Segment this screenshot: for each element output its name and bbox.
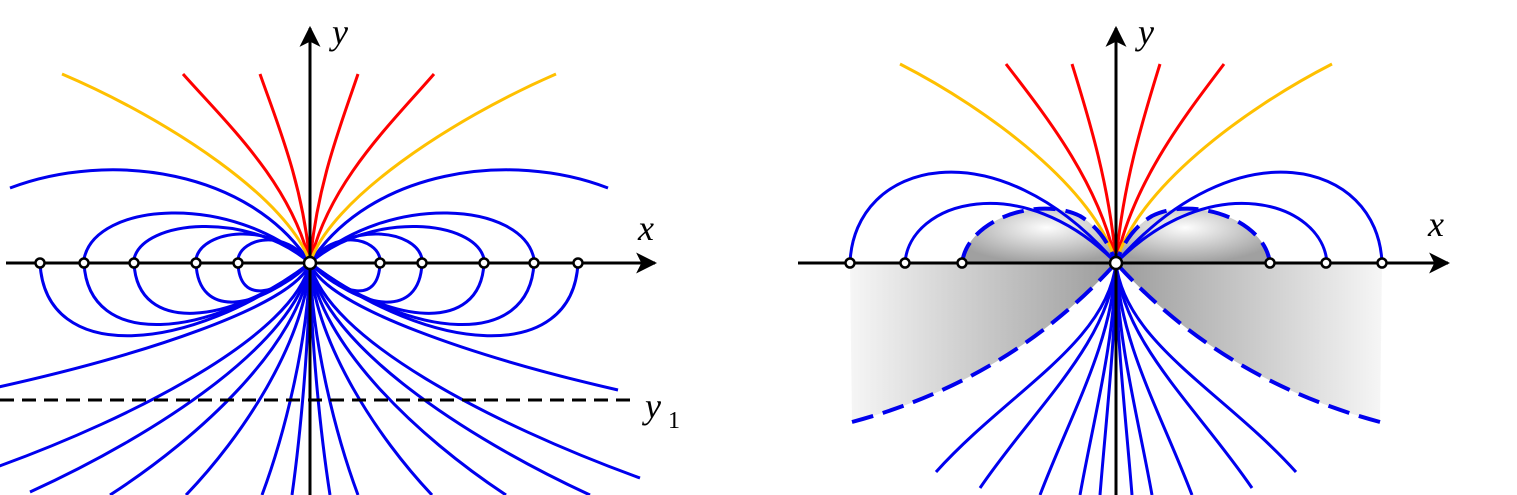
left-upper-loop-4 xyxy=(236,238,312,264)
left-lower-loop-3 xyxy=(132,261,311,315)
left-axis-point-6 xyxy=(374,257,386,269)
left-lower-line-14 xyxy=(308,262,619,392)
left-lower-field-lines xyxy=(0,262,641,495)
right-lower-line-1 xyxy=(934,262,1118,474)
right-axis-point-1 xyxy=(844,257,856,269)
left-x-label: x xyxy=(637,208,654,248)
left-red-line-1 xyxy=(181,73,312,264)
left-axis-point-8 xyxy=(478,257,490,269)
left-axis-point-3 xyxy=(128,257,140,269)
left-origin-point xyxy=(302,255,318,271)
left-loop-field-lines xyxy=(9,168,609,338)
right-axis-point-6 xyxy=(1376,257,1388,269)
right-axis-points xyxy=(844,255,1388,271)
left-axis-point-9 xyxy=(528,257,540,269)
right-gold-line-2 xyxy=(1114,62,1333,264)
right-lower-line-9 xyxy=(1114,262,1254,489)
left-gold-line-1 xyxy=(61,72,312,264)
left-lower-line-4 xyxy=(109,262,312,495)
right-dome-right xyxy=(1116,208,1270,263)
right-lower-line-8 xyxy=(1114,262,1194,495)
left-upper-loop-2 xyxy=(132,225,311,265)
right-arch-field-lines xyxy=(848,170,1384,265)
left-red-line-2 xyxy=(258,73,312,264)
left-lower-line-1 xyxy=(0,262,312,389)
left-y-label: y xyxy=(329,12,348,52)
left-upper-loop-3 xyxy=(194,232,312,265)
right-right-arch-2 xyxy=(1114,201,1329,265)
left-lower-line-12 xyxy=(308,262,591,495)
right-lower-field-lines xyxy=(934,262,1298,495)
left-lower-line-2 xyxy=(0,262,312,468)
right-axis-point-2 xyxy=(899,257,911,269)
left-lower-line-11 xyxy=(308,262,507,495)
left-axis-points xyxy=(34,255,584,271)
left-upper-open-line-right xyxy=(308,168,609,264)
left-red-line-4 xyxy=(308,73,436,264)
right-shaded-region-left xyxy=(850,263,1116,422)
right-red-line-2 xyxy=(1070,63,1118,264)
right-axis-point-4 xyxy=(1264,257,1276,269)
right-lower-line-2 xyxy=(978,262,1118,489)
right-red-line-3 xyxy=(1114,63,1162,264)
right-upper-field-lines xyxy=(899,62,1333,264)
right-upper-loop-2 xyxy=(309,225,486,265)
right-dashed-boundary-upper-right xyxy=(1114,206,1272,264)
left-upper-open-line-left xyxy=(9,168,312,264)
left-axis-point-5 xyxy=(232,257,244,269)
right-red-line-4 xyxy=(1114,63,1226,264)
right-upper-loop-4 xyxy=(308,238,382,264)
right-lower-line-10 xyxy=(1114,262,1298,474)
left-lower-line-5 xyxy=(184,262,312,495)
right-dashed-boundary-upper-left xyxy=(960,206,1118,264)
right-origin-point xyxy=(1108,255,1124,271)
right-left-arch-1 xyxy=(848,170,1118,264)
right-dashed-boundary-lower-right xyxy=(1114,261,1381,424)
left-axis-point-10 xyxy=(572,257,584,269)
left-axis-point-2 xyxy=(78,257,90,269)
right-panel: y x xyxy=(798,12,1451,495)
right-lower-loop-5 xyxy=(308,261,382,293)
right-upper-loop-3 xyxy=(308,232,424,265)
left-axis-point-7 xyxy=(416,257,428,269)
left-lower-line-9 xyxy=(308,262,360,495)
right-red-line-1 xyxy=(1004,63,1118,264)
right-lower-line-3 xyxy=(1038,262,1118,495)
right-y-label: y xyxy=(1135,12,1154,52)
right-x-label: x xyxy=(1427,204,1444,244)
right-dome-left xyxy=(962,208,1116,263)
right-axis-point-3 xyxy=(956,257,968,269)
right-dashed-boundary-lower-left xyxy=(851,261,1118,424)
left-lower-line-3 xyxy=(29,262,312,494)
left-axis-point-4 xyxy=(190,257,202,269)
left-gold-line-2 xyxy=(308,72,557,264)
right-gold-line-1 xyxy=(899,62,1118,264)
right-axis-point-5 xyxy=(1320,257,1332,269)
right-shaded-region-right xyxy=(1116,263,1382,422)
left-panel: y x y 1 xyxy=(0,12,680,495)
left-lower-line-10 xyxy=(308,262,434,495)
right-left-arch-2 xyxy=(903,201,1118,265)
left-dashed-label: y xyxy=(642,386,661,426)
left-axis-point-1 xyxy=(34,257,46,269)
right-right-arch-1 xyxy=(1114,170,1384,264)
right-lower-loop-3 xyxy=(309,261,486,315)
left-red-line-3 xyxy=(308,73,360,264)
left-lower-line-13 xyxy=(308,262,641,480)
left-lower-loop-5 xyxy=(236,261,312,293)
left-upper-field-lines xyxy=(61,72,557,264)
left-dashed-label-subscript: 1 xyxy=(668,408,680,434)
